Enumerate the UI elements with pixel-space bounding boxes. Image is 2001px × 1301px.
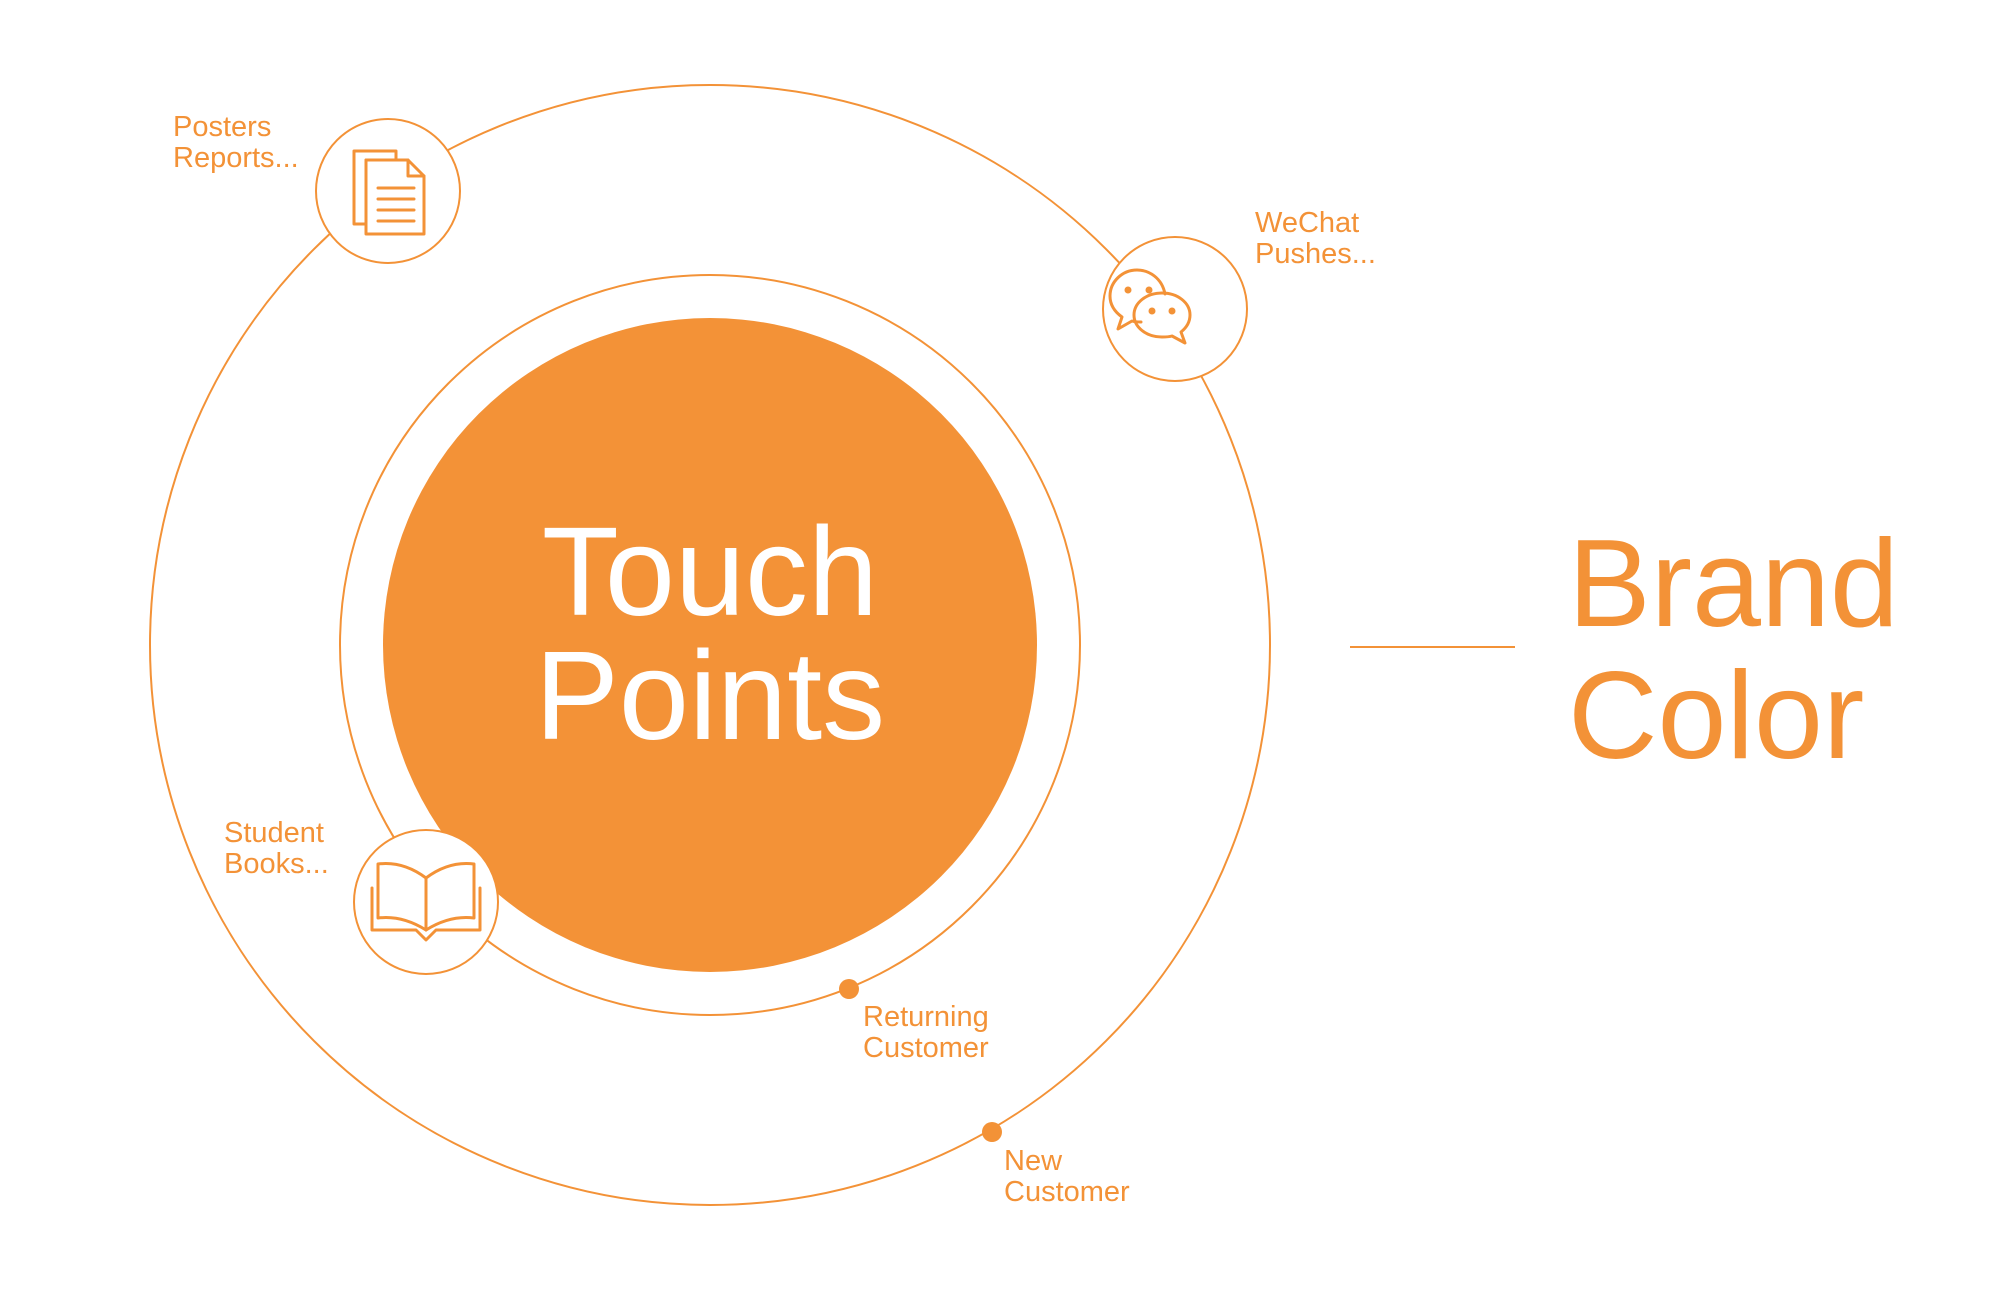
new-label-line1: New xyxy=(1004,1145,1063,1177)
inner-orbit-ring xyxy=(339,274,1081,1016)
wechat-icon-ring xyxy=(1102,236,1248,382)
wechat-label-line2: Pushes... xyxy=(1255,238,1376,270)
document-icon-node xyxy=(315,118,461,264)
returning-label-line1: Returning xyxy=(863,1001,989,1033)
wechat-icon xyxy=(1108,268,1192,345)
returning-customer-dot xyxy=(839,979,859,999)
center-title-line1: Touch xyxy=(541,501,879,642)
wechat-label-line1: WeChat xyxy=(1255,207,1360,239)
new-customer-dot xyxy=(982,1122,1002,1142)
center-circle xyxy=(383,318,1037,972)
book-icon-node xyxy=(353,829,499,975)
center-title: Touch Points xyxy=(400,501,1020,766)
center-title-line2: Points xyxy=(534,625,886,766)
new-label-line2: Customer xyxy=(1004,1176,1130,1208)
outer-orbit-ring xyxy=(149,84,1271,1206)
document-icon-ring xyxy=(315,118,461,264)
wechat-icon-node xyxy=(1102,236,1248,382)
student-label-line1: Student xyxy=(224,817,324,849)
returning-label-line2: Customer xyxy=(863,1032,989,1064)
new-customer-label: New Customer xyxy=(1004,1146,1130,1208)
posters-reports-label: Posters Reports... xyxy=(173,112,299,174)
returning-customer-label: Returning Customer xyxy=(863,1002,989,1064)
student-label-line2: Books... xyxy=(224,848,329,880)
brand-title-line1: Brand xyxy=(1568,515,1899,653)
student-books-label: Student Books... xyxy=(224,818,329,880)
wechat-pushes-label: WeChat Pushes... xyxy=(1255,208,1376,270)
posters-label-line2: Reports... xyxy=(173,142,299,174)
brand-title-line2: Color xyxy=(1568,647,1865,785)
posters-label-line1: Posters xyxy=(173,111,272,143)
brand-color-title: Brand Color xyxy=(1568,518,1899,782)
book-icon xyxy=(370,862,482,942)
document-icon xyxy=(352,149,426,236)
